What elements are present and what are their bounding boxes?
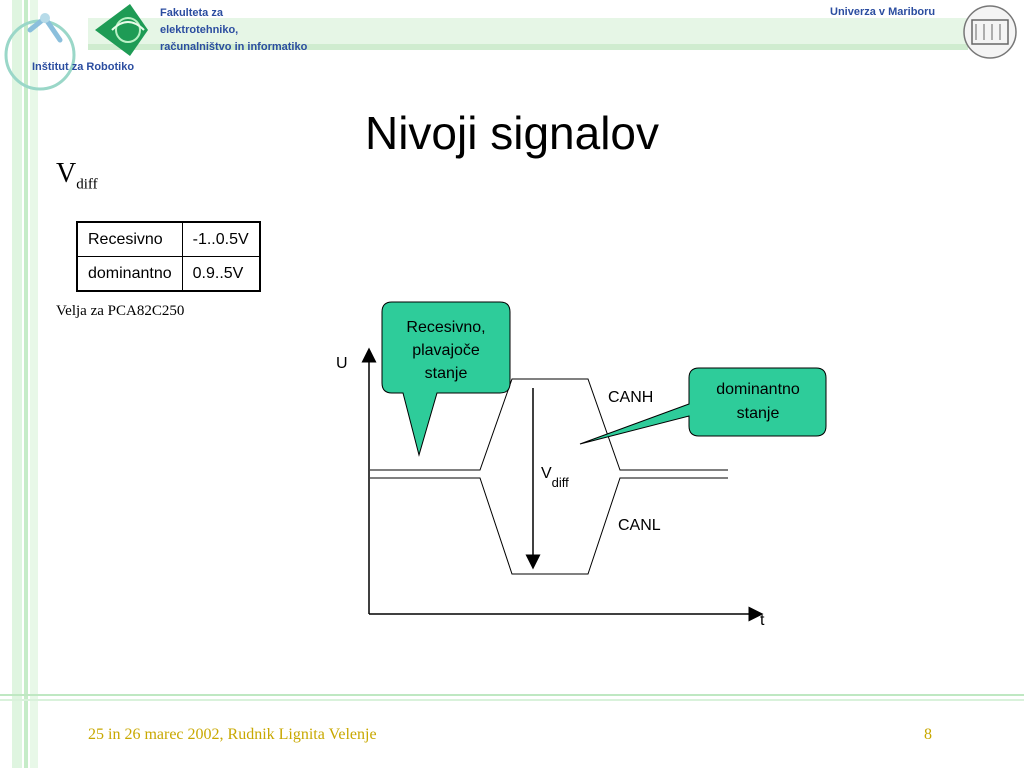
university-name: Univerza v Mariboru	[830, 6, 936, 18]
callout-recessive-line-1: Recesivno,	[406, 319, 485, 336]
table-cell-range: -1..0.5V	[181, 221, 261, 257]
callout-dominant-line-1: dominantno	[716, 381, 800, 398]
table-cell-state: Recesivno	[76, 221, 183, 257]
callout-recessive: Recesivno, plavajoče stanje	[381, 301, 511, 457]
robotics-institute-logo	[4, 13, 76, 91]
table-row: dominantno 0.9..5V	[76, 256, 261, 292]
faculty-logo	[95, 4, 148, 56]
institute-name: Inštitut za Robotiko	[32, 61, 135, 73]
callout-dominant: dominantno stanje	[579, 367, 827, 445]
x-axis-label: t	[760, 612, 765, 629]
header-graphics	[4, 4, 1017, 91]
callout-recessive-line-3: stanje	[425, 365, 468, 382]
canh-label: CANH	[608, 389, 653, 406]
vdiff-heading: Vdiff	[56, 158, 98, 194]
table-cell-state: dominantno	[76, 256, 183, 292]
canl-signal	[370, 477, 728, 575]
callout-dominant-line-2: stanje	[737, 405, 780, 422]
footer-divider	[0, 694, 1024, 696]
table-row: Recesivno -1..0.5V	[76, 221, 261, 257]
validity-note: Velja za PCA82C250	[56, 303, 185, 319]
header: Fakulteta za elektrotehniko, računalništ…	[0, 0, 1024, 95]
header-band-accent	[88, 44, 968, 50]
signal-levels-table: Recesivno -1..0.5V dominantno 0.9..5V	[76, 221, 261, 292]
vdiff-main: V	[56, 158, 77, 189]
canh-signal	[370, 378, 728, 471]
page-number: 8	[924, 726, 932, 743]
slide-title: Nivoji signalov	[364, 107, 659, 159]
table-cell-range: 0.9..5V	[181, 256, 261, 292]
university-seal	[963, 5, 1017, 59]
vdiff-diagram-label: Vdiff	[541, 465, 569, 490]
left-decorative-stripe	[12, 0, 40, 768]
y-axis-label: U	[336, 355, 348, 372]
vdiff-sub: diff	[76, 176, 98, 193]
footer-event: 25 in 26 marec 2002, Rudnik Lignita Vele…	[88, 726, 377, 743]
canl-label: CANL	[618, 517, 661, 534]
callout-recessive-line-2: plavajoče	[412, 342, 480, 359]
faculty-name: Fakulteta za elektrotehniko, računalništ…	[160, 7, 308, 53]
footer-divider-secondary	[0, 699, 1024, 701]
